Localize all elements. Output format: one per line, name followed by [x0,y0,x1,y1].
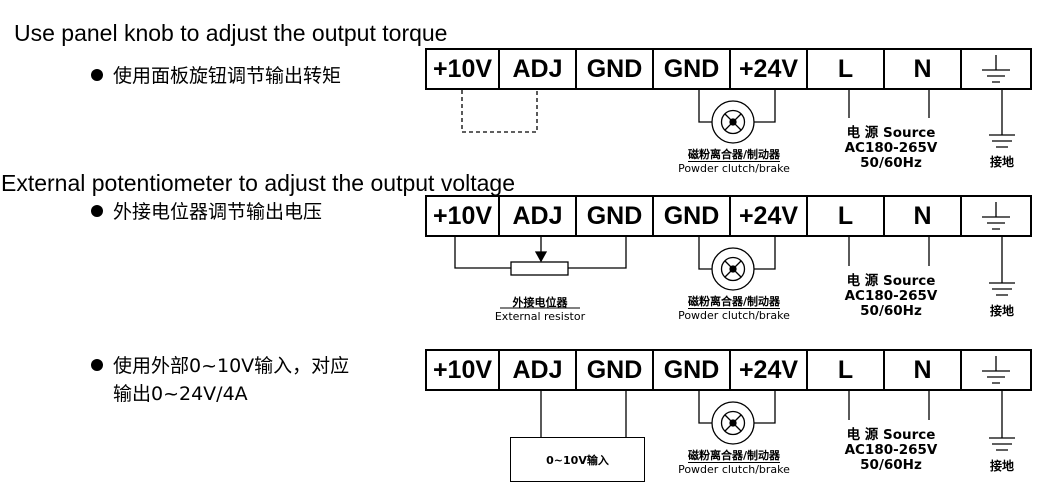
ground-icon [982,202,1010,230]
source-label-line1: 电 源 Source [846,125,936,141]
terminal-earth [960,48,1032,90]
clutch-label-en: Powder clutch/brake [678,162,790,175]
bullet-icon [91,205,103,217]
source-label-line3: 50/60Hz [860,155,922,171]
source-label-line2: AC180-265V [844,442,938,458]
clutch-label-en: Powder clutch/brake [678,309,790,322]
source-label: 电 源 Source AC180-265V 50/60Hz [835,428,947,473]
section-3-bullet-line2: 输出0~24V/4A [113,383,248,405]
bullet-icon [91,69,103,81]
terminal-strip-3: +10V ADJ GND GND +24V L N [425,349,1032,391]
external-resistor-en: External resistor [494,310,586,323]
section-1-heading: Use panel knob to adjust the output torq… [14,20,448,46]
clutch-label: 磁粉离合器/制动器 Powder clutch/brake [673,449,795,476]
source-label: 电 源 Source AC180-265V 50/60Hz [835,126,947,171]
clutch-label-cn: 磁粉离合器/制动器 [687,449,781,463]
section-3-bullet-text: 使用外部0~10V输入，对应 [113,355,350,377]
bullet-icon [91,359,103,371]
terminal-gnd-1: GND [575,195,654,237]
terminal-earth [960,349,1032,391]
clutch-coil-icon [711,401,755,445]
earth-label: 接地 [989,459,1014,473]
clutch-coil-icon [711,247,755,291]
clutch-coil-icon [711,100,755,144]
clutch-wire [698,90,776,123]
section-3-bullet: 使用外部0~10V输入，对应 [91,353,349,379]
source-label: 电 源 Source AC180-265V 50/60Hz [835,274,947,319]
terminal-plus10v: +10V [425,195,500,237]
terminal-gnd-2: GND [652,48,731,90]
terminal-gnd-2: GND [652,195,731,237]
clutch-label: 磁粉离合器/制动器 Powder clutch/brake [673,148,795,175]
dashed-jumper [461,90,538,133]
section-1-bullet-text: 使用面板旋钮调节输出转矩 [113,65,342,87]
section-2-bullet-text: 外接电位器调节输出电压 [113,201,323,223]
section-1-bullet: 使用面板旋钮调节输出转矩 [91,63,341,89]
clutch-label-cn: 磁粉离合器/制动器 [687,295,781,309]
clutch-label-en: Powder clutch/brake [678,463,790,476]
pot-wiper-arrow [534,251,548,263]
clutch-label: 磁粉离合器/制动器 Powder clutch/brake [673,295,795,322]
clutch-label-cn: 磁粉离合器/制动器 [687,148,781,162]
terminal-plus10v: +10V [425,349,500,391]
earth-label: 接地 [989,304,1014,318]
source-label-line2: AC180-265V [844,140,938,156]
external-resistor-label: 外接电位器 External resistor [480,296,600,323]
terminal-plus24v: +24V [729,195,808,237]
external-resistor-cn: 外接电位器 [512,296,568,309]
source-label-line3: 50/60Hz [860,457,922,473]
terminal-plus24v: +24V [729,48,808,90]
ground-icon [982,356,1010,384]
terminal-adj: ADJ [498,48,577,90]
potentiometer-icon [510,261,569,276]
terminal-earth [960,195,1032,237]
earth-wire [989,90,1015,148]
input-wire [540,391,627,437]
terminal-adj: ADJ [498,195,577,237]
external-input-box: 0~10V输入 [510,437,645,482]
earth-label: 接地 [989,155,1014,169]
section-2-heading: External potentiometer to adjust the out… [1,170,515,196]
source-label-line3: 50/60Hz [860,303,922,319]
source-label-line1: 电 源 Source [846,273,936,289]
terminal-strip-1: +10V ADJ GND GND +24V L N [425,48,1032,90]
ground-icon [982,55,1010,83]
section-2-bullet: 外接电位器调节输出电压 [91,199,322,225]
source-label-line2: AC180-265V [844,288,938,304]
source-label-line1: 电 源 Source [846,427,936,443]
terminal-strip-2: +10V ADJ GND GND +24V L N [425,195,1032,237]
